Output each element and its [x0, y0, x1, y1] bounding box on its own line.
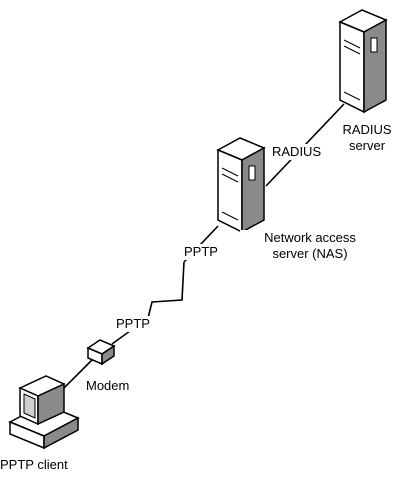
nas-server-icon: [216, 137, 266, 234]
pptp-lower-label: PPTP: [116, 316, 150, 332]
radius-server-icon: [338, 9, 388, 114]
nas-label: Network access server (NAS): [240, 230, 380, 262]
nas-label-line1: Network access: [264, 230, 356, 245]
radius-server-label: RADIUS server: [336, 122, 398, 154]
pptp-client-label: PPTP client: [0, 457, 68, 473]
wan-link-zigzag: [147, 261, 185, 319]
modem-icon: [86, 339, 116, 366]
pptp-client-computer-icon: [8, 375, 80, 450]
radius-link-label: RADIUS: [272, 144, 322, 160]
nas-label-line2: server (NAS): [272, 246, 348, 261]
pptp-upper-label: PPTP: [184, 244, 218, 260]
radius-server-label-line2: server: [348, 138, 386, 153]
modem-label: Modem: [86, 378, 130, 394]
radius-server-label-line1: RADIUS: [342, 122, 392, 137]
